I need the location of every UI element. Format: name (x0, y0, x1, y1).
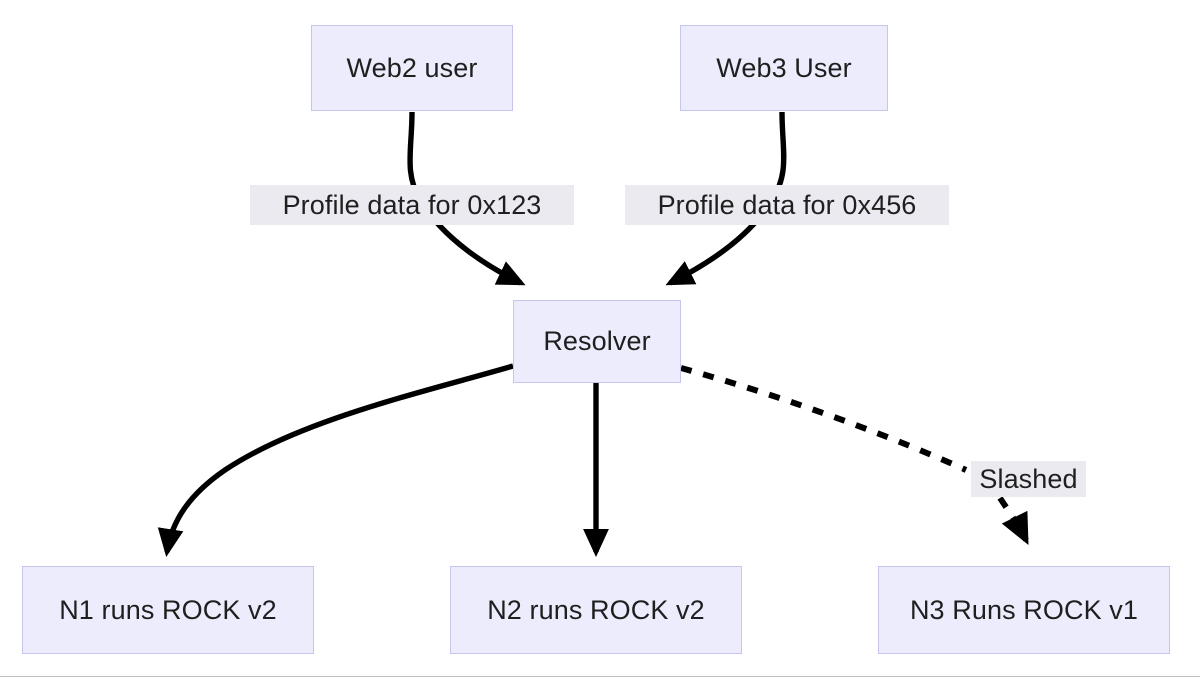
bottom-divider (0, 676, 1200, 677)
edge-resolver-to-n3-tail (997, 496, 1029, 546)
node-n1-label: N1 runs ROCK v2 (59, 594, 277, 625)
edge-label-slashed-text: Slashed (979, 463, 1078, 494)
edge-label-slashed: Slashed (971, 461, 1086, 497)
node-web2-user[interactable]: Web2 user (311, 25, 513, 111)
edge-label-profile-0x123-text: Profile data for 0x123 (282, 189, 542, 220)
node-n1[interactable]: N1 runs ROCK v2 (22, 566, 314, 654)
edge-resolver-to-n3 (680, 365, 968, 473)
node-n2-label: N2 runs ROCK v2 (487, 594, 705, 625)
node-web3-user-label: Web3 User (716, 52, 852, 83)
node-web3-user[interactable]: Web3 User (680, 25, 888, 111)
edge-label-profile-0x456-text: Profile data for 0x456 (657, 189, 917, 220)
edge-label-profile-0x123: Profile data for 0x123 (250, 185, 574, 225)
edge-label-profile-0x456: Profile data for 0x456 (625, 185, 949, 225)
node-n2[interactable]: N2 runs ROCK v2 (450, 566, 742, 654)
node-resolver[interactable]: Resolver (513, 300, 681, 383)
node-n3[interactable]: N3 Runs ROCK v1 (878, 566, 1170, 654)
node-n3-label: N3 Runs ROCK v1 (909, 594, 1139, 625)
node-web2-user-label: Web2 user (346, 52, 478, 83)
edge-resolver-to-n1 (157, 363, 514, 557)
node-resolver-label: Resolver (543, 326, 651, 356)
